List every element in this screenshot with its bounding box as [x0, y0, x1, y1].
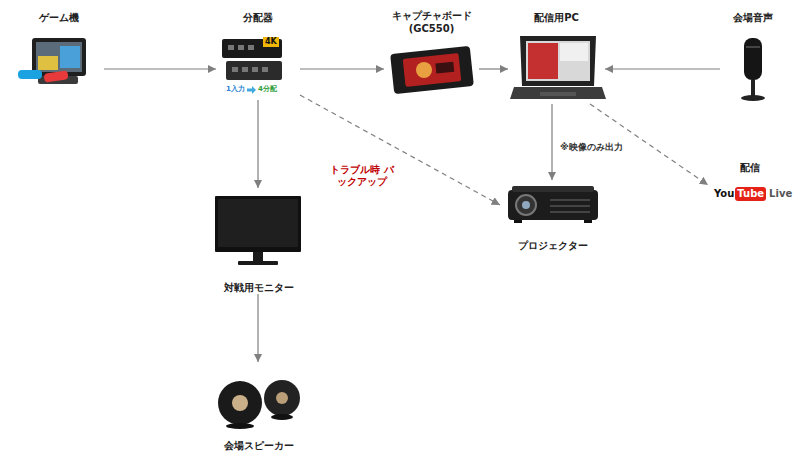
capture-board-picture	[390, 46, 474, 94]
device-node: 会場スピーカー	[205, 362, 312, 452]
logo-text: Live	[769, 188, 792, 200]
device-label: ゲーム機	[39, 12, 79, 25]
device-node: キャプチャボード (GC550)	[384, 10, 479, 96]
signal-arrow	[479, 68, 508, 69]
signal-arrow	[605, 68, 720, 69]
badge-text: 4K	[263, 37, 279, 47]
game-console-picture	[18, 38, 86, 84]
dashed-arrow	[300, 95, 500, 205]
device-node: 会場音声	[720, 12, 785, 104]
signal-arrow	[300, 68, 384, 69]
output-count: 4分配	[258, 85, 277, 93]
device-label: 分配器	[243, 12, 273, 25]
input-count: 1入力	[226, 85, 245, 93]
edge-note: ※映像のみ出力	[558, 142, 625, 153]
device-label: 会場スピーカー	[224, 440, 294, 453]
speaker-picture	[218, 380, 300, 429]
device-node: 配信	[708, 162, 792, 210]
monitor-picture	[215, 196, 301, 265]
device-node: 対戦用モニター	[205, 188, 312, 294]
device-node: プロジェクター	[500, 180, 605, 252]
logo-text: You	[714, 188, 734, 200]
projector-picture	[508, 186, 598, 223]
device-node: ゲーム機	[14, 12, 104, 90]
device-label: 配信	[740, 162, 760, 175]
signal-arrow	[257, 100, 258, 188]
edge-note: トラブル時 バックアップ	[327, 164, 397, 189]
device-label: 対戦用モニター	[224, 282, 294, 295]
device-label: 会場音声	[733, 12, 773, 25]
splitter-picture	[222, 39, 282, 94]
signal-arrow	[104, 68, 216, 69]
microphone-picture	[741, 38, 765, 101]
signal-arrow	[551, 104, 552, 180]
device-label: 配信用PC	[534, 12, 579, 25]
logo-text: Tube	[735, 187, 766, 201]
device-label: キャプチャボード (GC550)	[388, 10, 475, 35]
device-node: 配信用PC	[508, 12, 605, 104]
signal-arrow	[257, 294, 258, 362]
laptop-picture	[510, 36, 606, 99]
device-label: プロジェクター	[518, 240, 588, 253]
